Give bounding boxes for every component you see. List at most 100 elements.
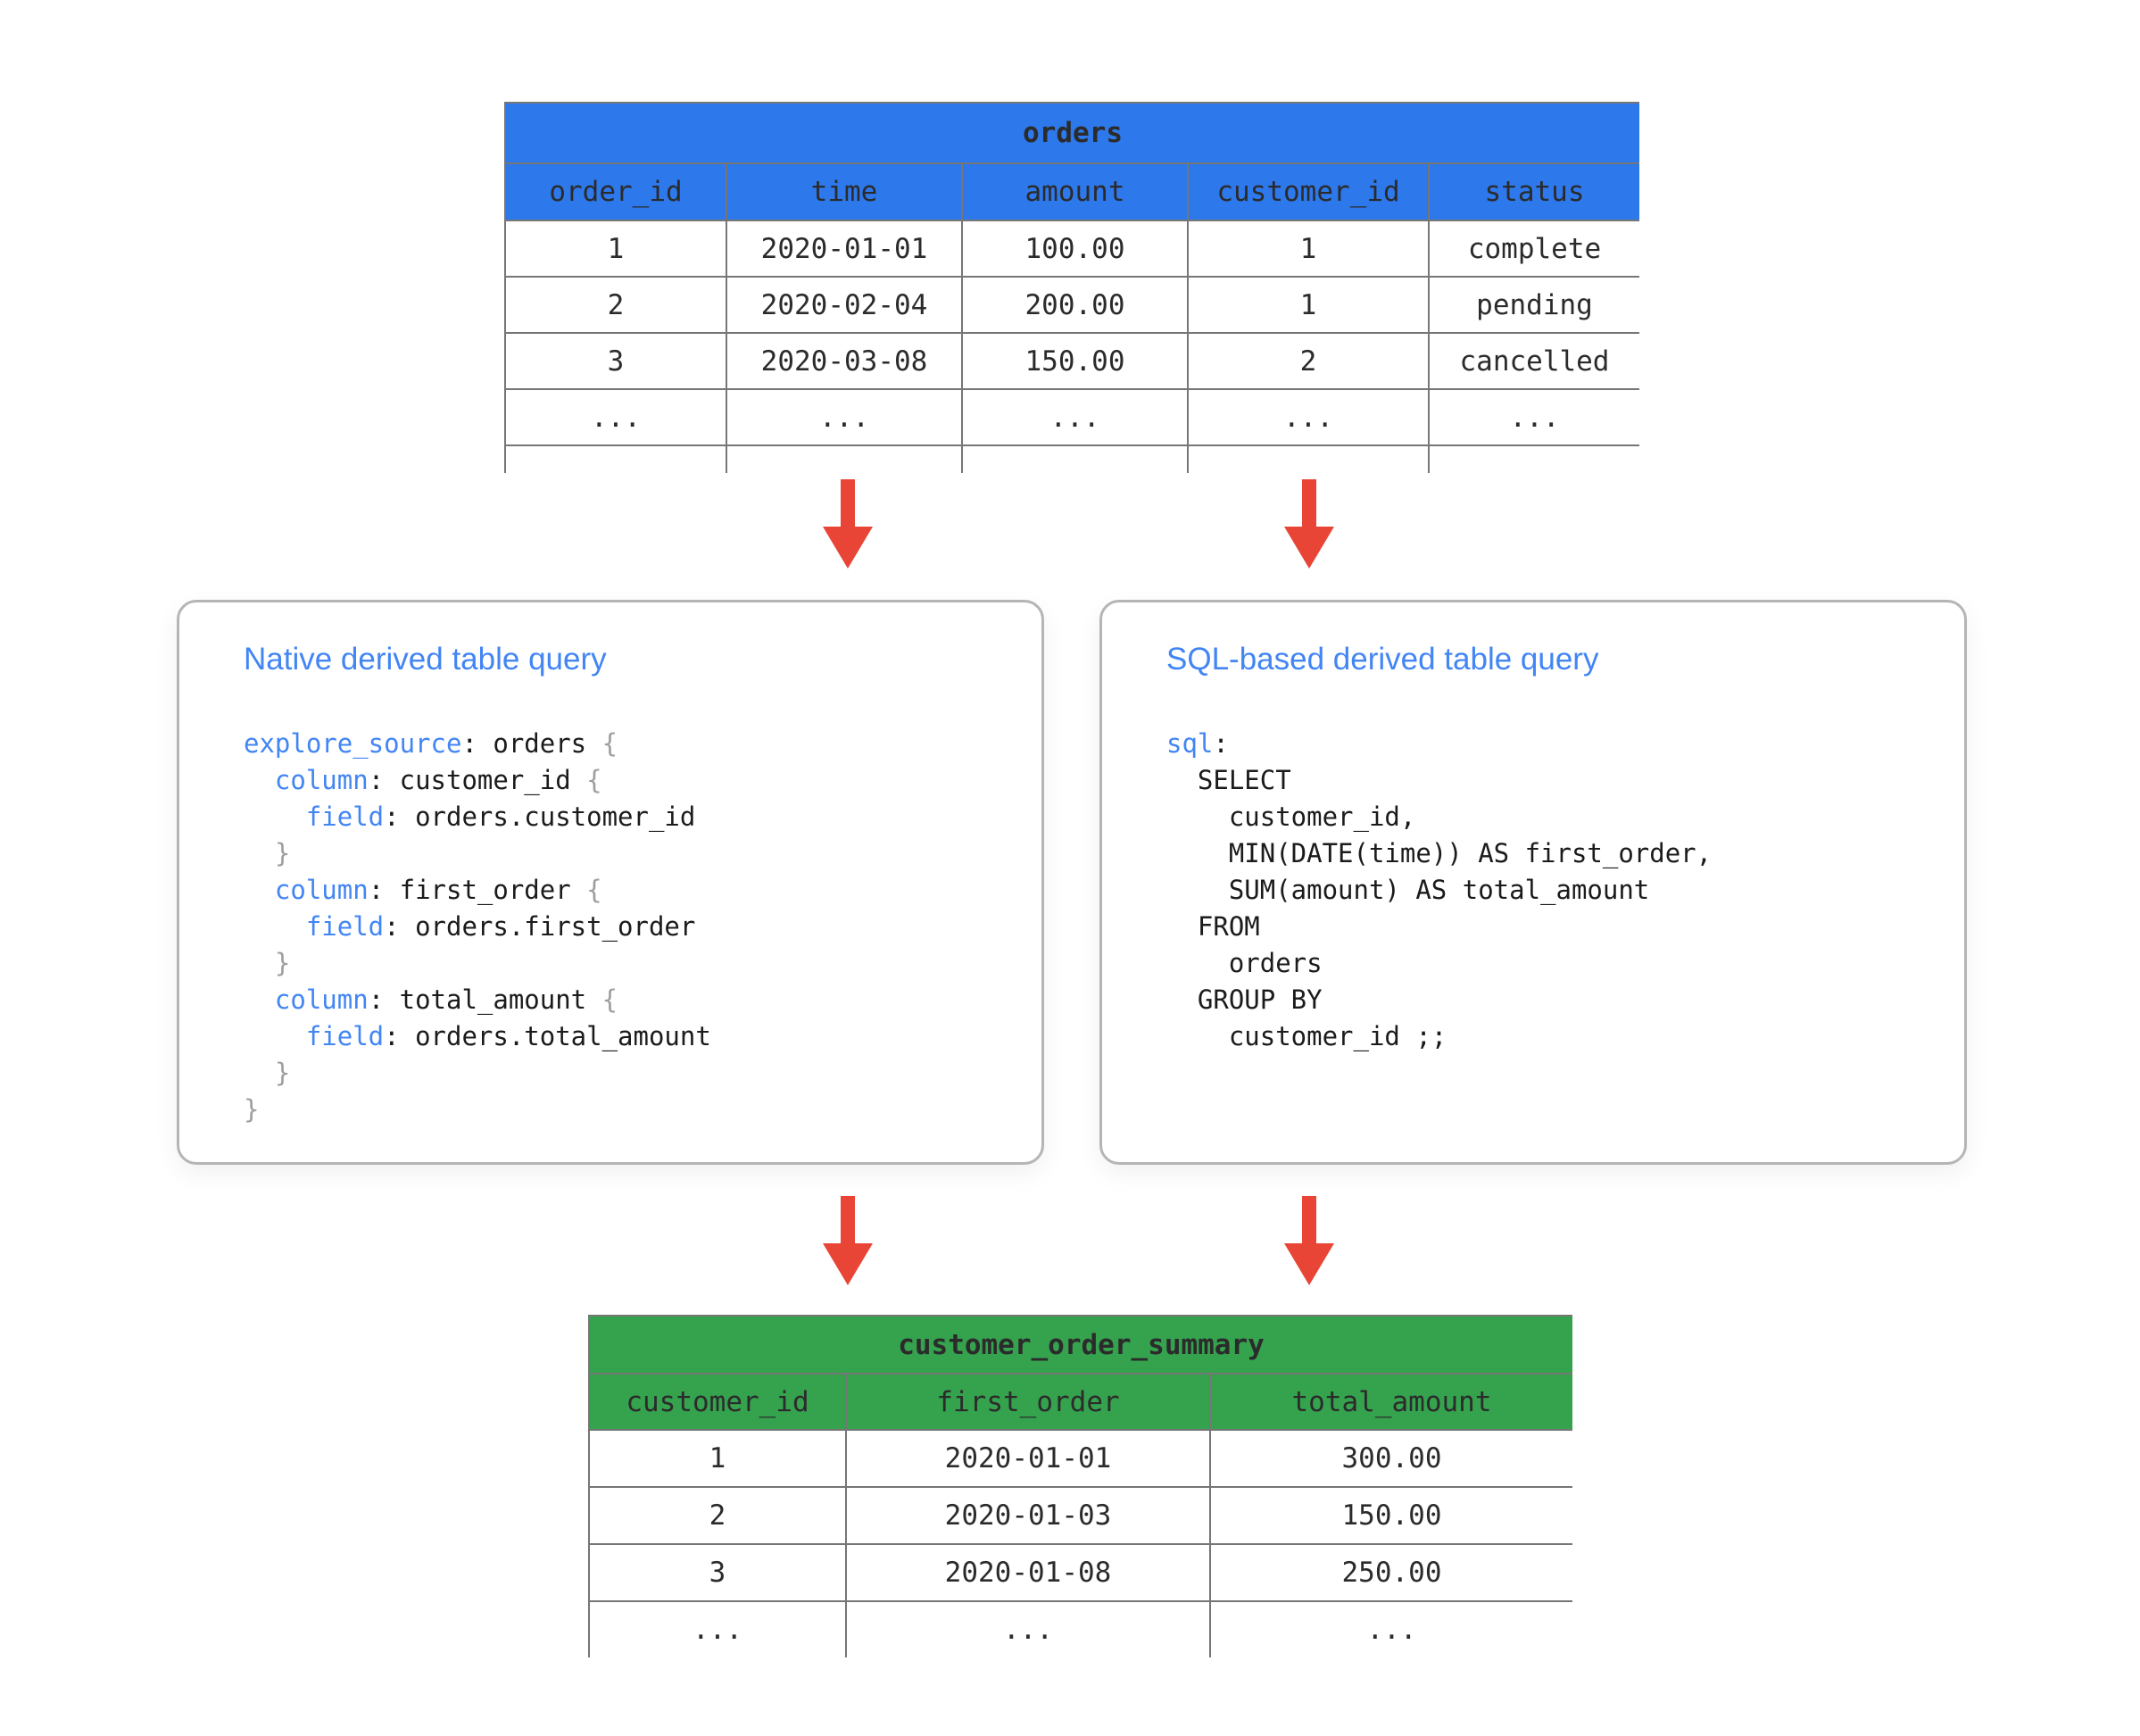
code-line: field: orders.first_order — [244, 909, 1006, 945]
column-header: status — [1428, 162, 1639, 221]
table-row: order_id time amount customer_id status — [504, 162, 1639, 221]
table-cell: ... — [1428, 388, 1639, 446]
table-cell: 2020-02-04 — [726, 276, 963, 334]
code-segment — [244, 765, 275, 795]
table-cell: ... — [588, 1600, 847, 1657]
table-cell: 2 — [1187, 332, 1430, 390]
native-derived-table-box: Native derived table query explore_sourc… — [177, 600, 1044, 1165]
table-cell: 2020-03-08 — [726, 332, 963, 390]
code-segment: customer_id, — [1166, 802, 1416, 832]
table-row: customer_id first_order total_amount — [588, 1373, 1572, 1431]
table-cell: 2020-01-08 — [845, 1543, 1211, 1602]
orders-table-title: orders — [504, 102, 1639, 164]
column-header: total_amount — [1208, 1373, 1572, 1431]
table-cell: 250.00 — [1208, 1543, 1572, 1602]
down-arrow-icon — [823, 479, 873, 569]
code-segment: FROM — [1166, 911, 1260, 942]
code-line: sql: — [1166, 726, 1928, 762]
code-line: SELECT — [1166, 762, 1928, 799]
code-segment: MIN(DATE(time)) AS first_order, — [1166, 838, 1713, 868]
code-line: field: orders.total_amount — [244, 1018, 1006, 1055]
table-cell: pending — [1428, 276, 1639, 334]
summary-table-title: customer_order_summary — [588, 1315, 1572, 1375]
column-header: customer_id — [1187, 162, 1430, 221]
code-segment: { — [601, 728, 618, 759]
table-cell: 300.00 — [1208, 1429, 1572, 1488]
customer-order-summary-table: customer_order_summary customer_id first… — [588, 1315, 1572, 1657]
table-cell: 1 — [588, 1429, 847, 1488]
table-cell: complete — [1428, 220, 1639, 278]
table-row: 2 2020-02-04 200.00 1 pending — [504, 276, 1639, 334]
code-segment: : total_amount — [368, 984, 602, 1015]
code-segment: : orders.customer_id — [384, 802, 696, 832]
table-row: ... ... ... — [588, 1600, 1572, 1657]
table-cell: ... — [726, 388, 963, 446]
sql-derived-table-box: SQL-based derived table query sql: SELEC… — [1099, 600, 1967, 1165]
table-cell — [504, 444, 727, 473]
table-row: 1 2020-01-01 300.00 — [588, 1429, 1572, 1488]
code-segment: : orders — [461, 728, 602, 759]
table-row: 2 2020-01-03 150.00 — [588, 1486, 1572, 1545]
column-header: customer_id — [588, 1373, 847, 1431]
code-line: column: customer_id { — [244, 762, 1006, 799]
table-row: 1 2020-01-01 100.00 1 complete — [504, 220, 1639, 278]
code-segment: } — [244, 948, 291, 978]
table-row: customer_order_summary — [588, 1315, 1572, 1375]
table-cell: 1 — [1187, 220, 1430, 278]
table-cell: ... — [504, 388, 727, 446]
column-header: amount — [961, 162, 1189, 221]
table-row: 3 2020-01-08 250.00 — [588, 1543, 1572, 1602]
code-line: field: orders.customer_id — [244, 799, 1006, 835]
code-line: MIN(DATE(time)) AS first_order, — [1166, 835, 1928, 872]
code-segment: column — [274, 765, 369, 795]
code-segment: column — [274, 984, 369, 1015]
down-arrow-icon — [1284, 479, 1334, 569]
code-segment — [244, 911, 306, 942]
code-segment: field — [305, 911, 385, 942]
code-line: explore_source: orders { — [244, 726, 1006, 762]
table-cell: 1 — [504, 220, 727, 278]
code-line: } — [244, 1055, 1006, 1092]
code-segment — [244, 802, 306, 832]
table-cell — [726, 444, 963, 473]
table-row-clipped — [504, 444, 1639, 473]
table-cell: 3 — [588, 1543, 847, 1602]
orders-table: orders order_id time amount customer_id … — [504, 102, 1639, 473]
code-segment: field — [305, 1021, 385, 1051]
code-line: } — [244, 1092, 1006, 1128]
table-cell: 2020-01-01 — [726, 220, 963, 278]
code-line: customer_id, — [1166, 799, 1928, 835]
code-segment: explore_source — [244, 728, 462, 759]
lookml-code-block: explore_source: orders { column: custome… — [244, 726, 1006, 1128]
table-cell: 2 — [588, 1486, 847, 1545]
code-line: SUM(amount) AS total_amount — [1166, 872, 1928, 909]
column-header: time — [726, 162, 963, 221]
code-segment: : customer_id — [368, 765, 587, 795]
code-line: GROUP BY — [1166, 982, 1928, 1018]
code-segment: : first_order — [368, 875, 587, 905]
down-arrow-icon — [823, 1196, 873, 1285]
table-cell: ... — [845, 1600, 1211, 1657]
column-header: first_order — [845, 1373, 1211, 1431]
code-segment: { — [586, 875, 602, 905]
table-cell: 100.00 — [961, 220, 1189, 278]
code-segment: column — [274, 875, 369, 905]
box-title: Native derived table query — [244, 642, 607, 677]
table-cell: 150.00 — [961, 332, 1189, 390]
table-cell: ... — [961, 388, 1189, 446]
code-segment: customer_id ;; — [1166, 1021, 1447, 1051]
table-cell — [1428, 444, 1639, 473]
table-row: 3 2020-03-08 150.00 2 cancelled — [504, 332, 1639, 390]
code-line: column: total_amount { — [244, 982, 1006, 1018]
table-cell: 1 — [1187, 276, 1430, 334]
table-row: orders — [504, 102, 1639, 164]
column-header: order_id — [504, 162, 727, 221]
table-cell — [1187, 444, 1430, 473]
code-line: FROM — [1166, 909, 1928, 945]
code-segment: : — [1213, 728, 1229, 759]
sql-code-block: sql: SELECT customer_id, MIN(DATE(time))… — [1166, 726, 1928, 1055]
code-segment: sql — [1166, 728, 1214, 759]
code-segment: : orders.first_order — [384, 911, 696, 942]
code-segment: field — [305, 802, 385, 832]
